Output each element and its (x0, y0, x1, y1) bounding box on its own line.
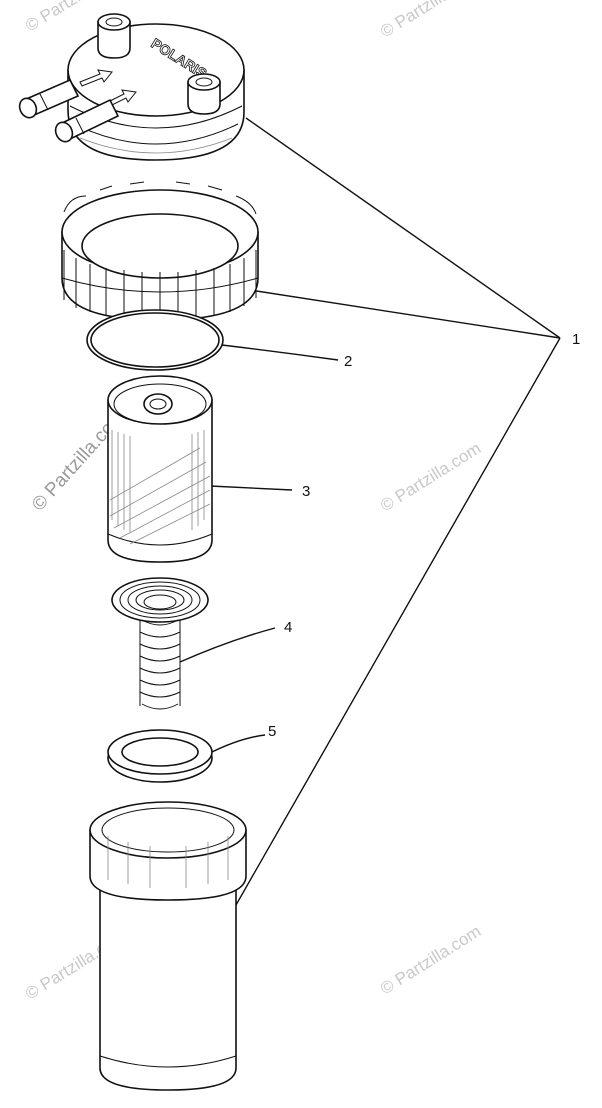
leader-3 (209, 485, 293, 491)
leader-1-to-ring (249, 289, 561, 339)
callout-2: 2 (344, 353, 352, 370)
filter-bowl (89, 801, 247, 1091)
callout-3: 3 (302, 483, 310, 500)
leader-lines (179, 117, 561, 906)
callout-labels: 1 2 3 4 5 (268, 331, 580, 740)
filter-element-part-3 (107, 375, 213, 563)
leader-1-to-cap (245, 117, 561, 339)
callout-4: 4 (284, 619, 292, 636)
watermark-mid-right: © Partzilla.com (377, 439, 484, 516)
washer-part-5 (107, 729, 213, 783)
leader-5 (209, 734, 266, 754)
filter-head-cap: POLARIS (18, 13, 245, 161)
callout-1: 1 (572, 331, 580, 348)
callout-5: 5 (268, 723, 276, 740)
spring-part-4 (111, 577, 209, 710)
o-ring-part-2 (86, 309, 224, 371)
retaining-ring (61, 181, 259, 321)
leader-1-to-bowl (235, 337, 561, 906)
watermark-top-right: © Partzilla.com (377, 0, 484, 41)
leader-2 (221, 344, 339, 361)
leader-4 (179, 627, 276, 663)
watermark-low-right: © Partzilla.com (377, 922, 484, 999)
